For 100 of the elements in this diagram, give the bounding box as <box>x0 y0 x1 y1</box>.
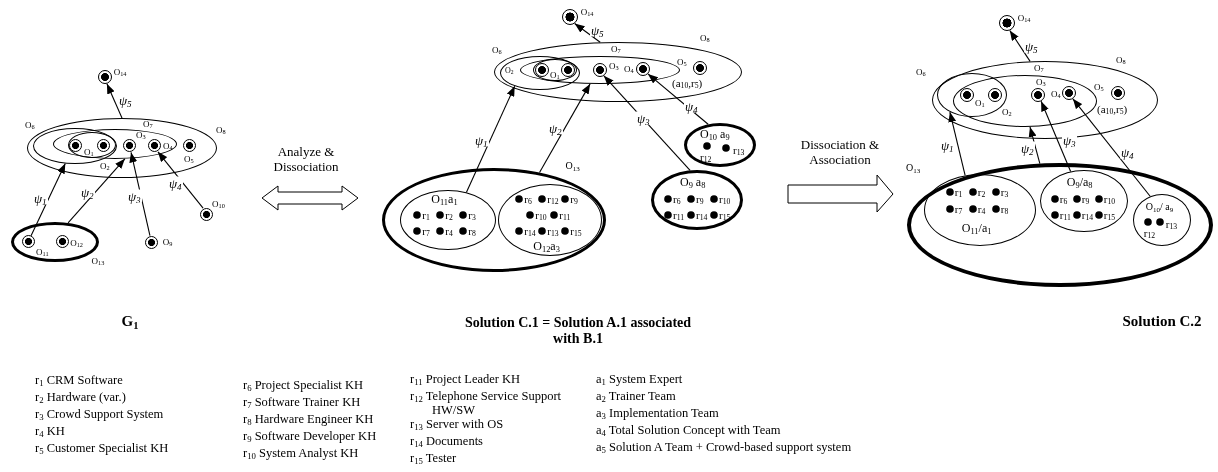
element-label: r$_{3}$ <box>1000 186 1009 198</box>
key-entry: r$_{9}$ Software Developer KH <box>243 429 377 444</box>
set-label: O$_{8}$ <box>216 125 226 135</box>
object-label: O$_{4}$ <box>1051 89 1061 99</box>
arrow <box>1009 29 1031 62</box>
arrow <box>157 151 204 209</box>
set-label: O$_{7}$ <box>1034 63 1044 73</box>
set-label: O$_{6}$ <box>916 67 926 77</box>
element-label: r$_{4}$ <box>445 225 453 237</box>
set-ellipse <box>651 170 743 230</box>
element-label: r$_{14}$ <box>696 209 708 221</box>
set-label: O$_{11}$/a$_{1}$ <box>961 221 992 234</box>
ringed-dot <box>592 62 607 77</box>
arrow <box>1072 98 1151 197</box>
ringed-dot <box>97 139 111 153</box>
arrow <box>106 83 123 119</box>
ringed-dot <box>960 88 974 102</box>
object-label: O$_{11}$ <box>36 247 49 257</box>
key-entry: r$_{11}$ Project Leader KH <box>410 372 521 387</box>
set-label: O$_{2}$ <box>100 161 110 171</box>
element-label: r$_{3}$ <box>468 209 476 221</box>
set-label: O$_{2}$ <box>505 67 514 75</box>
ringed-dot <box>988 88 1002 102</box>
object-label: O$_{10}$ <box>212 199 225 209</box>
key-entry: r$_{14}$ Documents <box>410 434 483 449</box>
element-label: r$_{9}$ <box>696 193 704 205</box>
object-label: O$_{4}$ <box>624 64 634 74</box>
object-label: O$_{5}$ <box>1094 82 1104 92</box>
key-entry: r$_{13}$ Server with OS <box>410 417 504 432</box>
panel-title: Solution C.2 <box>1122 313 1202 331</box>
edge-label: ψ$_{4}$ <box>168 176 183 190</box>
object-label: O$_{1}$ <box>550 70 560 80</box>
element-label: r$_{8}$ <box>1000 203 1009 215</box>
arrow <box>465 85 516 193</box>
set-label: O$_{2}$ <box>1002 107 1012 117</box>
element-label: r$_{15}$ <box>570 225 582 237</box>
key-entry: a$_{5}$ Solution A Team + Crowd-based support system <box>596 440 852 455</box>
arrow <box>539 83 591 174</box>
key-entry: r$_{10}$ System Analyst KH <box>243 446 359 461</box>
object-label: O$_{9}$ <box>162 237 173 247</box>
key-entry: r$_{6}$ Project Specialist KH <box>243 378 363 393</box>
set-ellipse <box>907 163 1213 287</box>
arrow <box>1040 100 1072 172</box>
ringed-dot <box>534 62 549 77</box>
element-label: r$_{13}$ <box>733 144 745 156</box>
set-label: O$_{13}$ <box>91 256 105 265</box>
element-label: r$_{1}$ <box>422 209 430 221</box>
element-label: r$_{13}$ <box>1165 218 1178 230</box>
set-label: O$_{7}$ <box>611 44 621 54</box>
element-label: r$_{12}$ <box>700 151 712 163</box>
element-label: r$_{10}$ <box>719 193 731 205</box>
element-label: r$_{6}$ <box>1059 193 1068 205</box>
object-label: O$_{3}$ <box>136 130 146 140</box>
set-label: O$_{8}$ <box>700 33 710 43</box>
element-label: r$_{6}$ <box>673 193 681 205</box>
arrow-caption: Analyze & Dissociation <box>272 145 340 175</box>
edge-label: ψ$_{2}$ <box>1020 141 1035 155</box>
element-label: r$_{10}$ <box>1103 193 1116 205</box>
object-label: (a$_{10}$,r$_{5}$) <box>1097 103 1128 115</box>
panel-title: Solution C.1 = Solution A.1 associated with B.1 <box>463 314 693 348</box>
ringed-dot <box>692 60 707 75</box>
object-label: O$_{3}$ <box>1036 77 1046 87</box>
object-label: O$_{1}$ <box>975 98 985 108</box>
set-label: O$_{9}$/a$_{8}$ <box>1066 175 1093 188</box>
object-label: O$_{1}$ <box>84 147 94 157</box>
ringed-dot <box>148 139 162 153</box>
object-label: O$_{4}$ <box>163 141 173 151</box>
set-label: O$_{12}$a$_{3}$ <box>533 240 560 253</box>
edge-label: ψ$_{3}$ <box>127 189 142 203</box>
ringed-dot <box>635 61 650 76</box>
object-label: O$_{12}$ <box>70 238 83 248</box>
set-label: O$_{11}$a$_{1}$ <box>431 193 458 206</box>
ringed-dot <box>22 235 35 248</box>
element-label: r$_{12}$ <box>547 193 559 205</box>
ringed-dot <box>183 139 197 153</box>
element-label: r$_{9}$ <box>1081 193 1090 205</box>
set-label: O$_{9}$ a$_{8}$ <box>680 176 706 188</box>
edge-label: ψ$_{3}$ <box>636 111 651 125</box>
set-label: O$_{13}$ <box>906 163 921 173</box>
element-label: r$_{4}$ <box>977 203 986 215</box>
set-label: O$_{13}$ <box>565 160 580 171</box>
ringed-dot <box>1061 85 1076 100</box>
set-ellipse <box>533 59 577 81</box>
key-entry: r$_{7}$ Software Trainer KH <box>243 395 361 410</box>
object-label: (a$_{10}$,r$_{5}$) <box>672 77 703 89</box>
arrow <box>603 75 691 171</box>
arrow <box>948 111 966 176</box>
element-label: r$_{8}$ <box>468 225 476 237</box>
ringed-dot <box>199 207 213 221</box>
element-label: r$_{12}$ <box>1143 227 1156 239</box>
element-label: r$_{14}$ <box>1081 209 1094 221</box>
key-entry: r$_{15}$ Tester <box>410 451 457 466</box>
panel-title: G$_{1}$ <box>121 313 139 331</box>
object-label: O$_{14}$ <box>580 7 594 17</box>
object-label: O$_{14}$ <box>113 67 127 77</box>
arrow <box>647 73 709 125</box>
set-label: O$_{6}$ <box>492 45 502 55</box>
key-entry: r$_{3}$ Crowd Support System <box>35 407 164 422</box>
set-label: O$_{10}$ a$_{9}$ <box>700 128 730 140</box>
arrow-caption: Dissociation & Association <box>799 138 881 168</box>
